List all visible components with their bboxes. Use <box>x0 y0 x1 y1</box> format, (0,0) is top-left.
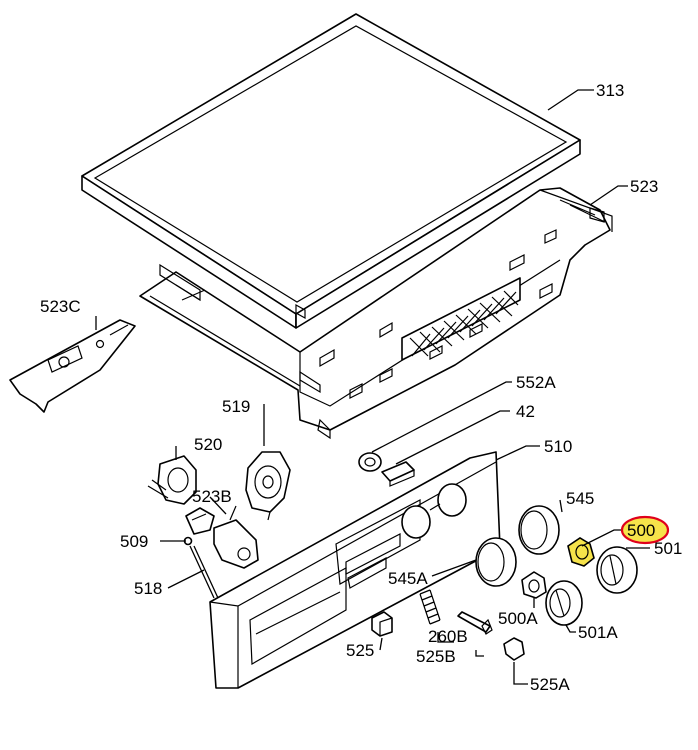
label-523: 523 <box>630 177 658 196</box>
part-552a-ring <box>358 452 382 472</box>
part-525a-button <box>503 637 525 661</box>
part-525b-push-rod <box>457 611 493 635</box>
part-525-button <box>371 611 393 637</box>
label-519: 519 <box>222 397 250 416</box>
label-500: 500 <box>627 521 655 540</box>
part-545a-knob-cap <box>475 537 517 587</box>
label-525b: 525B <box>416 647 456 666</box>
label-552a: 552A <box>516 373 556 392</box>
part-labels: 313 523 523C 552A 42 519 510 520 545 523… <box>40 81 682 694</box>
label-313: 313 <box>596 81 624 100</box>
label-523c: 523C <box>40 297 81 316</box>
label-518: 518 <box>134 579 162 598</box>
label-500a: 500A <box>498 609 538 628</box>
part-260b-spring <box>419 589 441 625</box>
part-523c-bracket <box>9 319 136 413</box>
part-523b-switch-assembly <box>213 505 259 569</box>
part-501-knob <box>596 546 638 594</box>
part-500a-adaptor <box>521 571 547 599</box>
label-520: 520 <box>194 435 222 454</box>
label-545a: 545A <box>388 569 428 588</box>
part-42-switch <box>381 461 415 487</box>
label-42: 42 <box>516 402 535 421</box>
label-509: 509 <box>120 532 148 551</box>
label-525a: 525A <box>530 675 570 694</box>
label-260b: 260B <box>428 627 468 646</box>
label-510: 510 <box>544 437 572 456</box>
label-525: 525 <box>346 641 374 660</box>
label-501: 501 <box>654 539 682 558</box>
leader-lines <box>95 89 650 685</box>
part-509-clip <box>185 507 215 535</box>
label-523b: 523B <box>192 487 232 506</box>
label-501a: 501A <box>578 623 618 642</box>
part-500-adaptor-highlighted <box>567 537 595 567</box>
part-518-rod <box>183 536 219 599</box>
part-501a-knob <box>545 580 583 626</box>
part-545-knob-cap <box>518 505 560 555</box>
label-500-highlight-ring <box>620 515 670 545</box>
part-520-selector <box>147 455 197 505</box>
part-519-timer <box>245 451 291 521</box>
part-313-lid <box>81 13 581 329</box>
label-545: 545 <box>566 489 594 508</box>
part-523-frame <box>139 187 613 440</box>
